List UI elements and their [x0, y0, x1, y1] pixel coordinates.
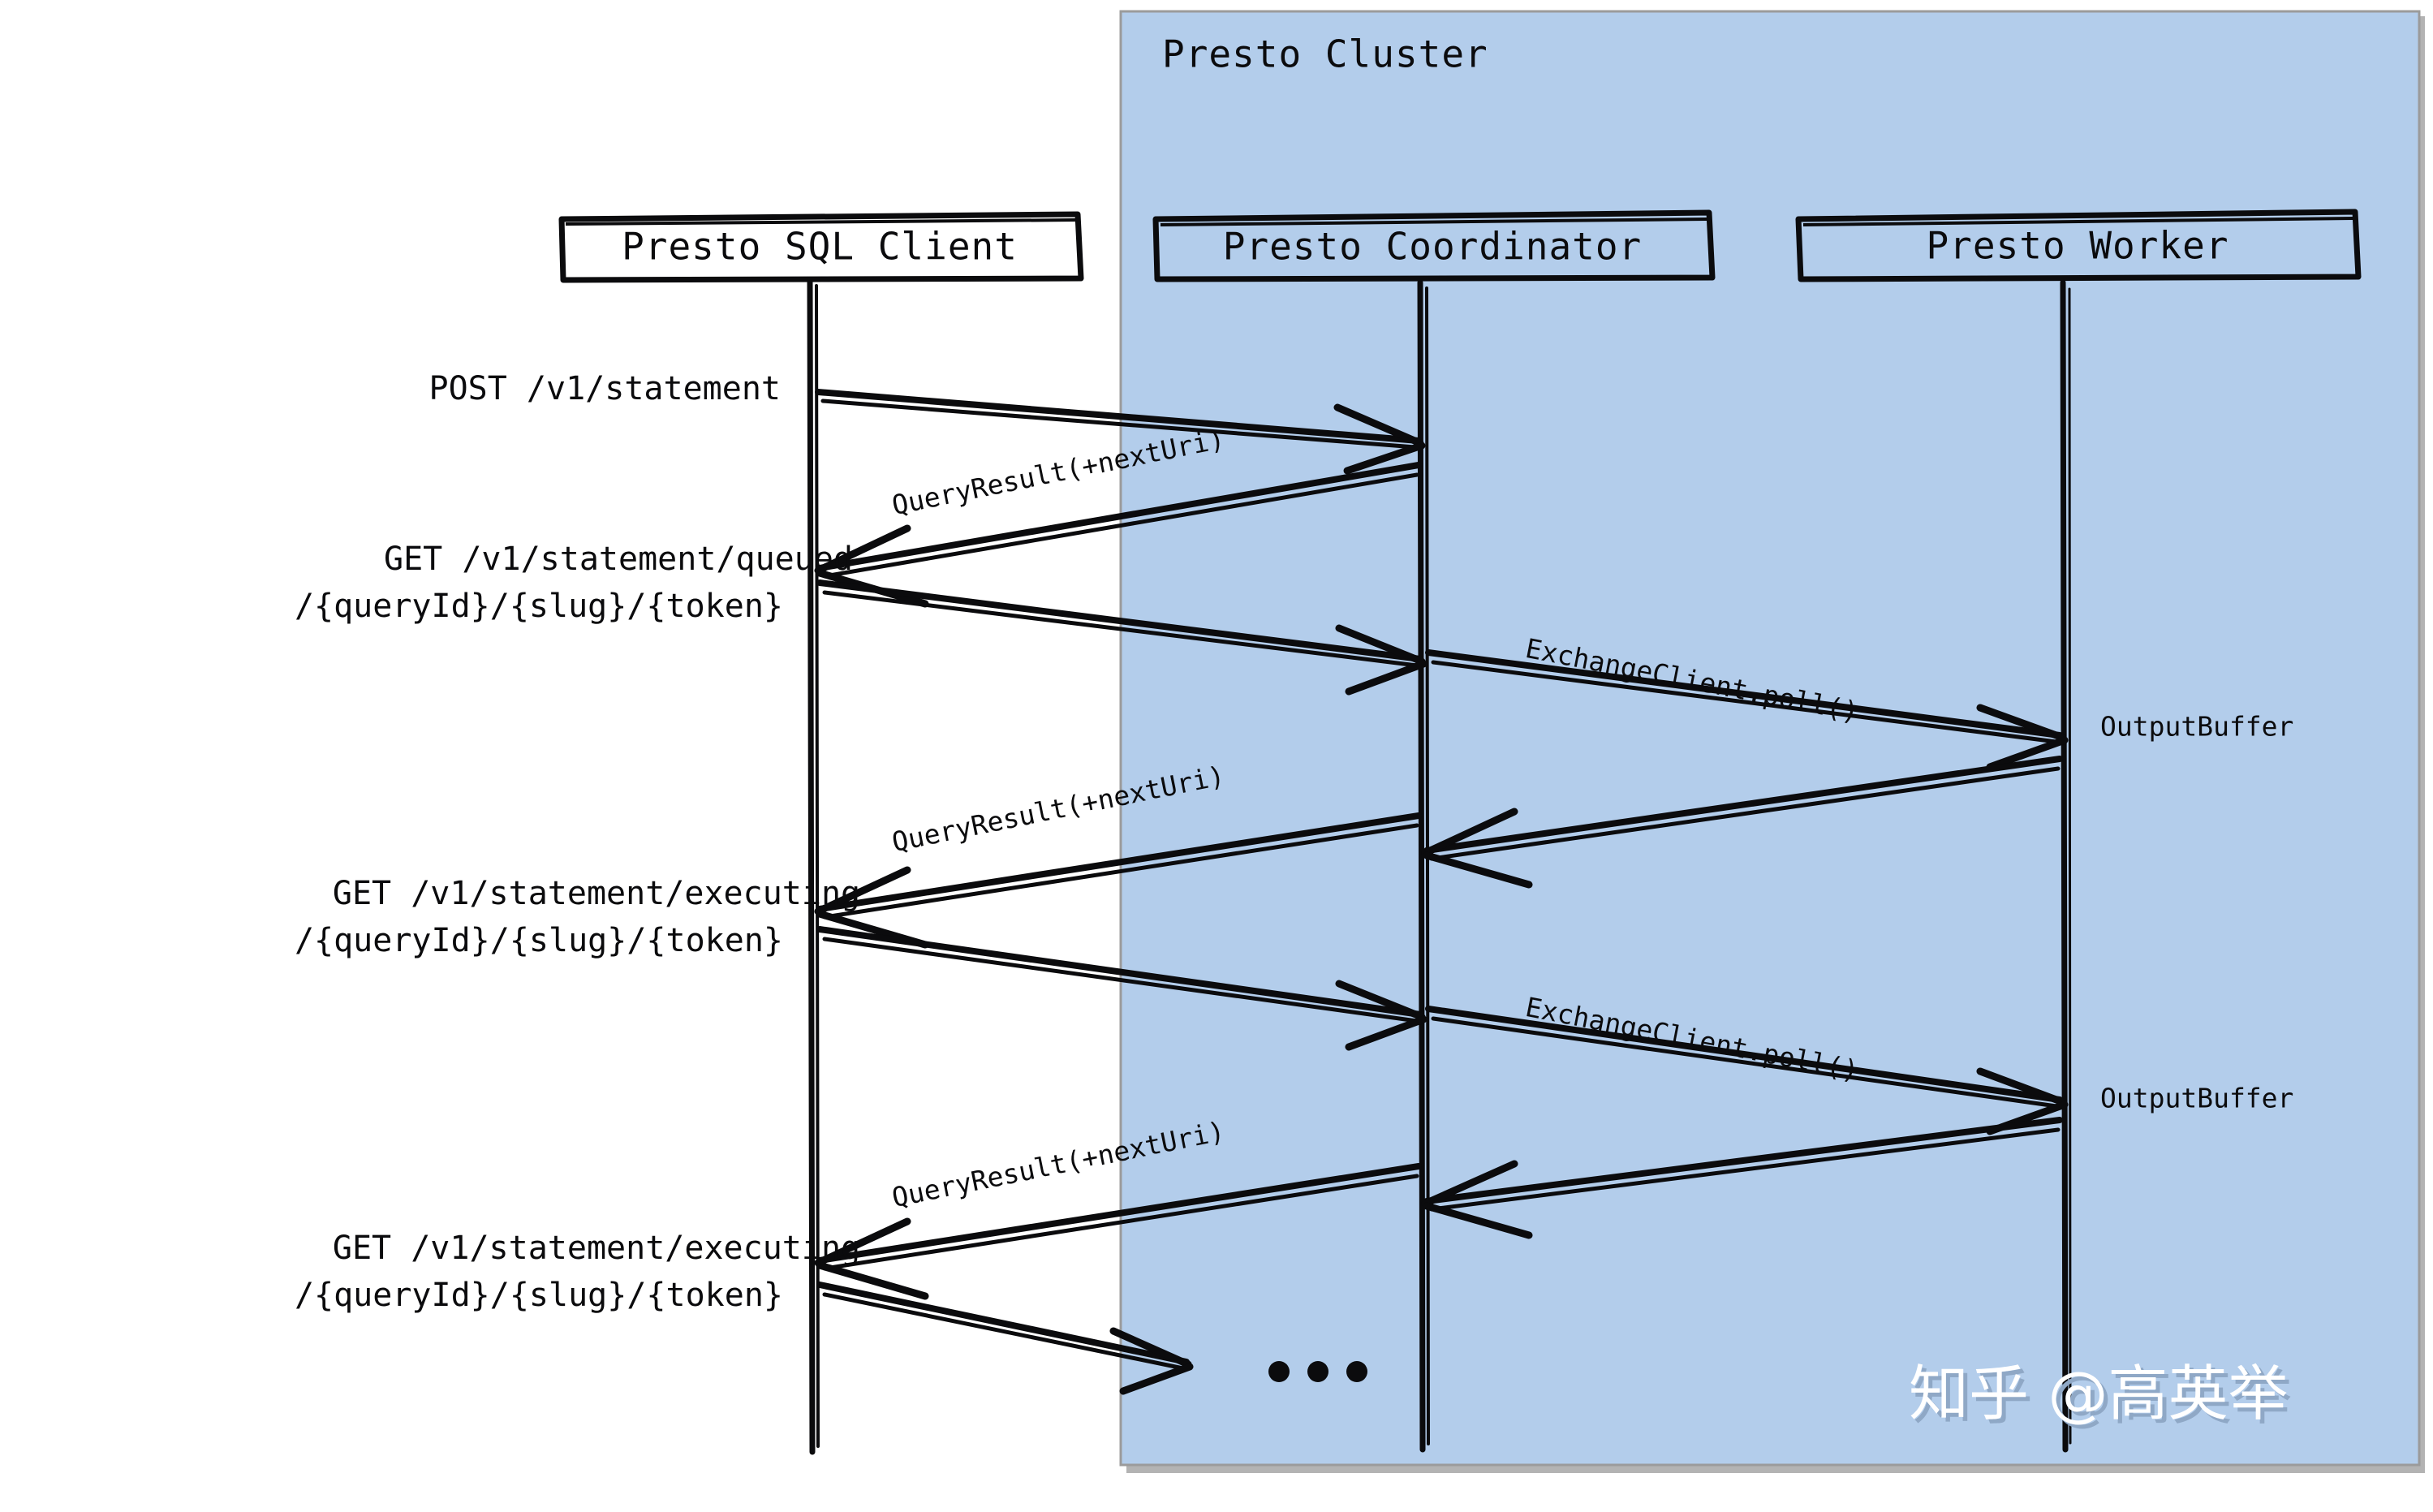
arrow-queryresult-1	[814, 462, 1422, 608]
arrow-get-executing-1	[816, 926, 1428, 1051]
message-label-outputbuffer-1: OutputBuffer	[2100, 711, 2293, 743]
ellipsis-indicator	[1268, 1361, 1367, 1382]
message-label-get-executing-2-line1: GET /v1/statement/executing	[333, 1230, 860, 1267]
arrow-outputbuffer-return-1	[1421, 756, 2063, 889]
participant-coordinator-label: Presto Coordinator	[1223, 225, 1643, 269]
participant-client[interactable]: Presto SQL Client	[558, 211, 1084, 283]
message-label-get-queued-line2: /{queryId}/{slug}/{token}	[295, 588, 783, 625]
message-label-get-executing-1-line1: GET /v1/statement/executing	[333, 875, 860, 912]
message-label-get-executing-1-line2: /{queryId}/{slug}/{token}	[295, 922, 783, 959]
message-label-post-statement: POST /v1/statement	[429, 370, 781, 407]
participant-coordinator[interactable]: Presto Coordinator	[1152, 209, 1716, 282]
arrow-post-statement	[815, 389, 1426, 475]
lifeline-client	[807, 278, 820, 1455]
participant-client-label: Presto SQL Client	[622, 225, 1018, 269]
watermark-shadow-text: 知乎 @高英举	[1913, 1363, 2293, 1433]
lifeline-worker	[2060, 279, 2072, 1453]
message-label-outputbuffer-2: OutputBuffer	[2100, 1083, 2293, 1114]
presto-cluster-box: Presto Cluster	[1119, 10, 2425, 1473]
message-label-get-executing-2-line2: /{queryId}/{slug}/{token}	[295, 1277, 783, 1314]
lifeline-coordinator	[1417, 279, 1430, 1453]
message-label-get-queued-line1: GET /v1/statement/queued	[384, 541, 853, 578]
message-arrows	[814, 389, 2069, 1395]
arrow-get-queued	[816, 579, 1428, 696]
arrow-exchangeclient-poll-1	[1425, 649, 2069, 771]
arrow-queryresult-3	[814, 1163, 1422, 1300]
watermark: 知乎 @高英举 知乎 @高英举	[1909, 1359, 2293, 1433]
cluster-title: Presto Cluster	[1162, 32, 1488, 75]
participant-worker-label: Presto Worker	[1926, 224, 2228, 268]
watermark-text: 知乎 @高英举	[1909, 1359, 2289, 1429]
lifelines	[807, 278, 2072, 1455]
arrow-outputbuffer-return-2	[1421, 1117, 2063, 1239]
participant-worker[interactable]: Presto Worker	[1795, 209, 2362, 282]
arrow-get-executing-2	[816, 1282, 1194, 1395]
